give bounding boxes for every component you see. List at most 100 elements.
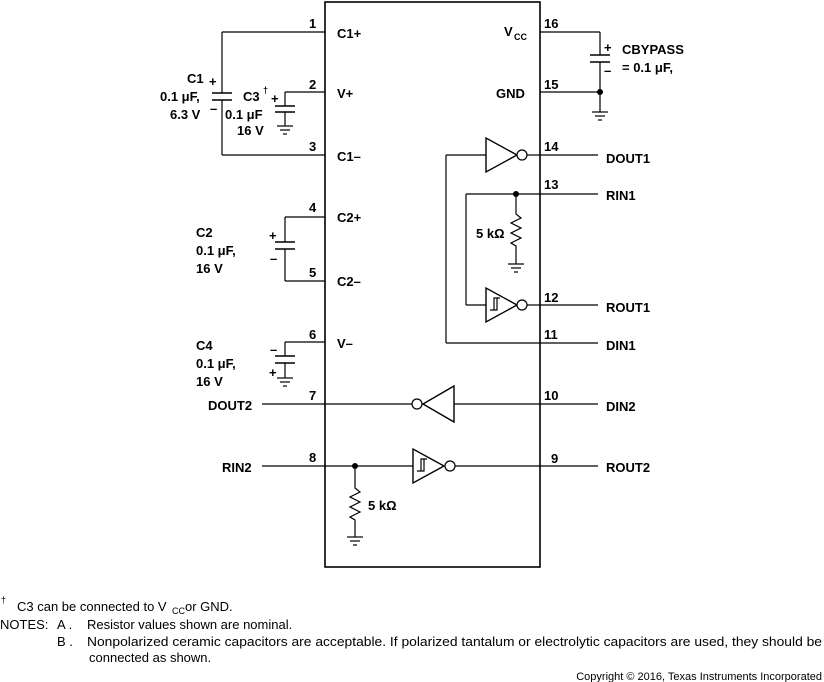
resistor-r2-value: 5 kΩ — [368, 498, 397, 513]
driver-1-triangle — [485, 136, 519, 174]
capacitor-c2: + – C2 0.1 μF, 16 V — [196, 217, 295, 281]
pin-number-12: 12 — [544, 290, 558, 305]
c3-name: C3 — [243, 89, 260, 104]
pin-number-9: 9 — [551, 451, 558, 466]
signal-dout1: DOUT1 — [606, 151, 650, 166]
signal-din2: DIN2 — [606, 399, 636, 414]
signal-rin2: RIN2 — [222, 460, 252, 475]
capacitor-c4: – + C4 0.1 μF, 16 V — [196, 338, 295, 389]
driver-2 — [325, 384, 540, 424]
note-a-text: Resistor values shown are nominal. — [87, 617, 292, 632]
c4-voltage: 16 V — [196, 374, 223, 389]
pin-number-16: 16 — [544, 16, 558, 31]
c4-minus-sign: – — [270, 342, 277, 357]
c4-value: 0.1 μF, — [196, 356, 236, 371]
resistor-r1-value: 5 kΩ — [476, 226, 505, 241]
c1-value: 0.1 μF, — [160, 89, 200, 104]
pin-number-2: 2 — [309, 77, 316, 92]
receiver-1-triangle — [485, 286, 519, 324]
c2-plus-sign: + — [269, 228, 277, 243]
receiver-1: 5 kΩ — [465, 191, 540, 324]
cbypass-value: = 0.1 μF, — [622, 60, 673, 75]
c2-minus-sign: – — [270, 251, 277, 266]
notes: † C3 can be connected to V CC or GND. NO… — [0, 595, 822, 665]
pin-number-8: 8 — [309, 450, 316, 465]
c1-name: C1 — [187, 71, 204, 86]
pin-number-10: 10 — [544, 388, 558, 403]
pin-number-1: 1 — [309, 16, 316, 31]
pin-numbers: 1 2 3 4 5 6 7 8 9 10 11 12 13 14 15 16 — [309, 16, 559, 466]
c1-plus-sign: + — [209, 74, 217, 89]
signal-dout2: DOUT2 — [208, 398, 252, 413]
c4-name: C4 — [196, 338, 213, 353]
resistor-r2-zigzag — [348, 466, 362, 537]
receiver-2: 5 kΩ — [325, 447, 540, 546]
pin-number-4: 4 — [309, 200, 317, 215]
pin-names: C1+ V+ C1– C2+ C2– V– V CC GND — [337, 24, 527, 351]
capacitor-cbypass: + – CBYPASS = 0.1 μF, — [590, 32, 684, 121]
pin-name-c1-minus: C1– — [337, 149, 361, 164]
signal-din1: DIN1 — [606, 338, 636, 353]
c3-dagger: † — [263, 85, 268, 95]
copyright: Copyright © 2016, Texas Instruments Inco… — [576, 671, 822, 682]
c2-value: 0.1 μF, — [196, 243, 236, 258]
note-b-label: B . — [57, 634, 73, 649]
receiver-1-inversion-bubble — [516, 299, 528, 311]
pin-number-15: 15 — [544, 77, 558, 92]
pin-name-v-minus: V– — [337, 336, 353, 351]
right-pin-lines — [540, 31, 600, 467]
c1-voltage: 6.3 V — [170, 107, 201, 122]
c4-plus-sign: + — [269, 365, 277, 380]
note-a-label: A . — [57, 617, 72, 632]
capacitor-c1: + – C1 0.1 μF, 6.3 V — [160, 32, 232, 155]
note-b-text-line1: Nonpolarized ceramic capacitors are acce… — [87, 634, 822, 649]
pin-number-7: 7 — [309, 388, 316, 403]
pin-number-13: 13 — [544, 177, 558, 192]
c2-voltage: 16 V — [196, 261, 223, 276]
pin-name-c2-plus: C2+ — [337, 210, 362, 225]
pin-number-6: 6 — [309, 327, 316, 342]
signal-rin1: RIN1 — [606, 188, 636, 203]
receiver-2-schmitt-symbol — [417, 458, 427, 472]
pin-number-5: 5 — [309, 265, 316, 280]
driver-1-inversion-bubble — [516, 149, 528, 161]
driver-2-inversion-bubble — [411, 398, 423, 410]
pin-number-3: 3 — [309, 139, 316, 154]
c3-voltage: 16 V — [237, 123, 264, 138]
note-b-text-line2: connected as shown. — [89, 650, 211, 665]
cbypass-plus-sign: + — [604, 40, 612, 55]
signal-rout2: ROUT2 — [606, 460, 650, 475]
resistor-r1-zigzag — [509, 194, 523, 264]
receiver-1-schmitt-symbol — [490, 297, 500, 311]
pin-name-vcc-sub: CC — [514, 32, 527, 42]
capacitor-c3: + C3 † 0.1 μF 16 V — [225, 85, 295, 138]
c2-name: C2 — [196, 225, 213, 240]
c3-value: 0.1 μF — [225, 107, 263, 122]
receiver-2-inversion-bubble — [444, 460, 456, 472]
cbypass-minus-sign: – — [604, 63, 611, 78]
right-signal-labels: DOUT1 RIN1 ROUT1 DIN1 DIN2 ROUT2 — [606, 151, 650, 475]
driver-2-triangle — [421, 384, 455, 424]
driver-1 — [445, 136, 540, 344]
pin-name-c2-minus: C2– — [337, 274, 361, 289]
receiver-2-triangle — [412, 447, 446, 485]
pin-name-c1-plus: C1+ — [337, 26, 362, 41]
signal-rout1: ROUT1 — [606, 300, 650, 315]
left-pin-lines — [222, 31, 325, 467]
c3-plus-sign: + — [271, 91, 279, 106]
c1-minus-sign: – — [210, 101, 217, 116]
pin-name-v-plus: V+ — [337, 86, 354, 101]
pin-name-vcc: V — [504, 24, 513, 39]
left-signal-labels: DOUT2 RIN2 — [208, 398, 252, 475]
pin-number-11: 11 — [544, 327, 558, 342]
note-c3-subscript: CC — [172, 606, 185, 616]
note-c3-part-a: C3 can be connected to V — [17, 599, 167, 614]
pin-number-14: 14 — [544, 139, 559, 154]
note-dagger: † — [1, 595, 6, 605]
note-c3-part-b: or GND. — [185, 599, 233, 614]
notes-label: NOTES: — [0, 617, 48, 632]
pin-name-gnd: GND — [496, 86, 525, 101]
cbypass-name: CBYPASS — [622, 42, 684, 57]
ic-body — [324, 1, 541, 568]
